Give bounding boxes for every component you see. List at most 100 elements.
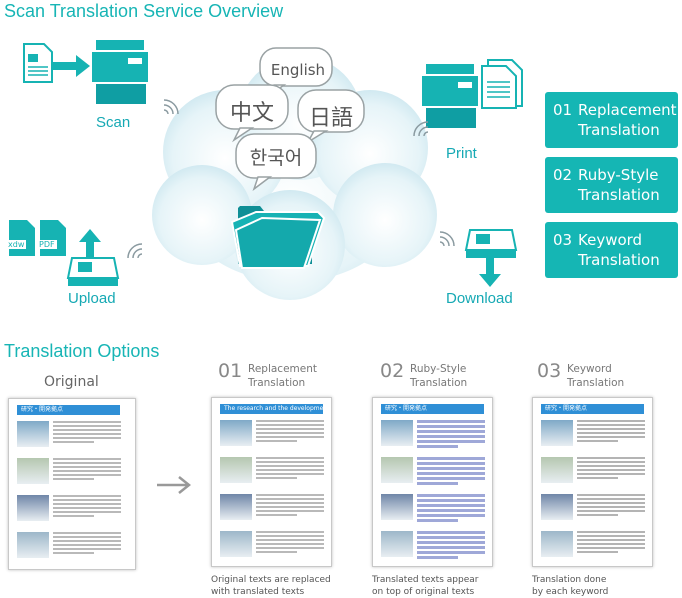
scan-document-icon bbox=[23, 43, 53, 83]
option-line1: Ruby-Style bbox=[578, 166, 659, 184]
caption-line1: Translation done bbox=[532, 575, 607, 585]
document-photo bbox=[17, 421, 49, 447]
document-text-lines bbox=[577, 457, 645, 481]
document-text-lines bbox=[53, 421, 121, 445]
caption-replacement: Original texts are replaced with transla… bbox=[211, 574, 331, 598]
document-header: The research and the development block bbox=[220, 404, 323, 414]
replacement-document: The research and the development block bbox=[211, 397, 332, 567]
document-text-lines bbox=[417, 531, 485, 561]
document-text-lines bbox=[417, 420, 485, 450]
document-header: 研究・開発拠点 bbox=[381, 404, 484, 414]
option-line1: Replacement bbox=[578, 101, 677, 119]
column-name-line2: Translation bbox=[567, 377, 625, 389]
document-header: 研究・開発拠点 bbox=[541, 404, 644, 414]
column-name-line2: Translation bbox=[410, 377, 468, 389]
document-header: 研究・開発拠点 bbox=[17, 405, 120, 415]
right-arrow-icon bbox=[157, 476, 192, 494]
column-number-keyword: 03 bbox=[537, 360, 562, 382]
scan-arrow-icon bbox=[52, 55, 90, 77]
bubble-english: English bbox=[270, 61, 326, 79]
download-tray-icon bbox=[464, 229, 518, 258]
document-photo bbox=[541, 420, 573, 446]
option-line1: Keyword bbox=[578, 231, 643, 249]
caption-line2: on top of original texts bbox=[372, 587, 475, 597]
document-photo bbox=[17, 495, 49, 521]
print-label: Print bbox=[446, 145, 477, 162]
options-title: Translation Options bbox=[4, 341, 160, 361]
document-text-lines bbox=[577, 494, 645, 518]
copier-print-icon bbox=[422, 64, 478, 128]
document-text-lines bbox=[417, 494, 485, 524]
column-name-keyword: Keyword Translation bbox=[567, 362, 624, 390]
scan-label: Scan bbox=[96, 114, 131, 131]
document-text-lines bbox=[577, 531, 645, 555]
option-replacement: 01 Replacement Translation bbox=[545, 92, 678, 148]
document-text-lines bbox=[256, 457, 324, 481]
upload-arrow-icon bbox=[79, 229, 101, 263]
upload-tray-icon bbox=[66, 257, 120, 286]
folder-icon bbox=[230, 206, 326, 269]
document-text-lines bbox=[256, 531, 324, 555]
document-photo bbox=[541, 457, 573, 483]
document-photo bbox=[220, 457, 252, 483]
download-arrow-icon bbox=[479, 257, 501, 287]
caption-line1: Translated texts appear bbox=[372, 575, 479, 585]
document-photo bbox=[541, 494, 573, 520]
option-number: 03 bbox=[553, 231, 573, 249]
document-text-lines bbox=[53, 532, 121, 556]
wifi-download-icon bbox=[439, 231, 455, 247]
download-label: Download bbox=[446, 290, 513, 307]
caption-line1: Original texts are replaced bbox=[211, 575, 331, 585]
caption-line2: with translated texts bbox=[211, 587, 305, 597]
document-photo bbox=[381, 457, 413, 483]
column-number-replacement: 01 bbox=[218, 360, 243, 382]
copier-scan-icon bbox=[92, 40, 148, 104]
document-photo bbox=[17, 532, 49, 558]
caption-ruby: Translated texts appear on top of origin… bbox=[372, 574, 478, 598]
caption-line2: by each keyword bbox=[532, 587, 609, 597]
caption-keyword: Translation done by each keyword bbox=[532, 574, 608, 598]
bubble-chinese: 中文 bbox=[229, 101, 274, 126]
option-number: 01 bbox=[553, 101, 573, 119]
document-text-lines bbox=[53, 458, 121, 482]
document-photo bbox=[381, 531, 413, 557]
original-label: Original bbox=[44, 374, 99, 390]
document-photo bbox=[220, 531, 252, 557]
column-number-ruby: 02 bbox=[380, 360, 405, 382]
document-text-lines bbox=[53, 495, 121, 519]
option-ruby-style: 02 Ruby-Style Translation bbox=[545, 157, 678, 213]
option-number: 02 bbox=[553, 166, 573, 184]
upload-label: Upload bbox=[68, 290, 116, 307]
document-photo bbox=[17, 458, 49, 484]
column-name-line1: Replacement bbox=[248, 363, 317, 375]
xdw-file-tag: xdw bbox=[6, 240, 27, 249]
document-photo bbox=[381, 494, 413, 520]
option-line2: Translation bbox=[578, 121, 660, 139]
wifi-scan-icon bbox=[163, 99, 179, 115]
document-photo bbox=[541, 531, 573, 557]
column-name-line1: Keyword bbox=[567, 363, 612, 375]
document-text-lines bbox=[256, 420, 324, 444]
print-output-icon bbox=[481, 59, 523, 109]
document-text-lines bbox=[417, 457, 485, 487]
document-text-lines bbox=[577, 420, 645, 444]
wifi-upload-icon bbox=[127, 243, 143, 259]
column-name-line2: Translation bbox=[248, 377, 306, 389]
document-photo bbox=[220, 494, 252, 520]
document-photo bbox=[220, 420, 252, 446]
column-name-ruby: Ruby-Style Translation bbox=[410, 362, 467, 390]
document-photo bbox=[381, 420, 413, 446]
overview-title: Scan Translation Service Overview bbox=[4, 1, 284, 21]
pdf-file-tag: PDF bbox=[37, 240, 57, 249]
document-text-lines bbox=[256, 494, 324, 518]
original-document: 研究・開発拠点 bbox=[8, 398, 136, 570]
column-name-replacement: Replacement Translation bbox=[248, 362, 317, 390]
ruby-document: 研究・開発拠点 bbox=[372, 397, 493, 567]
bubble-korean: 한국어 bbox=[249, 147, 303, 169]
bubble-japanese: 日語 bbox=[308, 106, 353, 131]
keyword-document: 研究・開発拠点 bbox=[532, 397, 653, 567]
xdw-file-icon bbox=[9, 220, 35, 256]
column-name-line1: Ruby-Style bbox=[410, 363, 467, 375]
wifi-print-icon bbox=[413, 121, 429, 137]
option-line2: Translation bbox=[578, 186, 660, 204]
